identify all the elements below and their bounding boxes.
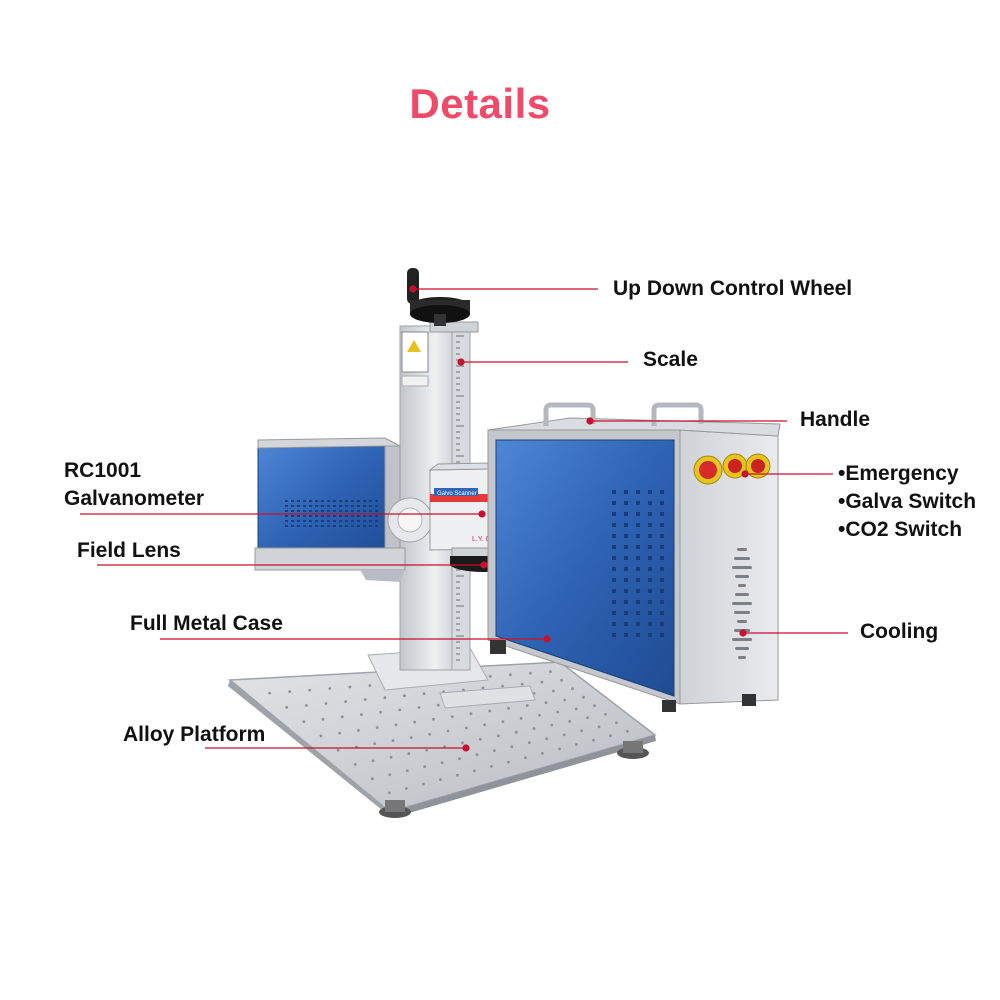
control-buttons bbox=[693, 453, 771, 485]
callout-scale: Scale bbox=[643, 348, 698, 371]
callout-emergency: •Emergency bbox=[838, 462, 959, 485]
callout-galva-switch: •Galva Switch bbox=[838, 490, 977, 513]
callout-rc1001: RC1001 bbox=[64, 459, 142, 482]
callout-alloy-platform: Alloy Platform bbox=[123, 723, 266, 746]
callout-up-down-control-wheel: Up Down Control Wheel bbox=[613, 277, 853, 300]
callout-cooling: Cooling bbox=[860, 620, 939, 643]
callout-galvanometer: RC1001 Galvanometer bbox=[64, 457, 204, 513]
callout-controls: •Emergency •Galva Switch •CO2 Switch bbox=[838, 460, 976, 544]
callout-co2-switch: •CO2 Switch bbox=[838, 518, 963, 541]
alloy-platform bbox=[228, 661, 657, 818]
laser-tube-housing bbox=[254, 437, 433, 582]
galvo-scanner-label: Galvo Scanner bbox=[437, 491, 477, 497]
callout-handle: Handle bbox=[800, 408, 871, 431]
callout-field-lens: Field Lens bbox=[77, 539, 181, 562]
callout-galvanometer-label: Galvanometer bbox=[64, 487, 205, 510]
cabinet-handles bbox=[543, 402, 704, 426]
callout-full-metal-case: Full Metal Case bbox=[130, 612, 283, 635]
leader-lines bbox=[80, 285, 848, 752]
control-cabinet bbox=[487, 417, 781, 712]
page-title: Details bbox=[409, 80, 551, 127]
up-down-control-wheel bbox=[407, 268, 470, 326]
